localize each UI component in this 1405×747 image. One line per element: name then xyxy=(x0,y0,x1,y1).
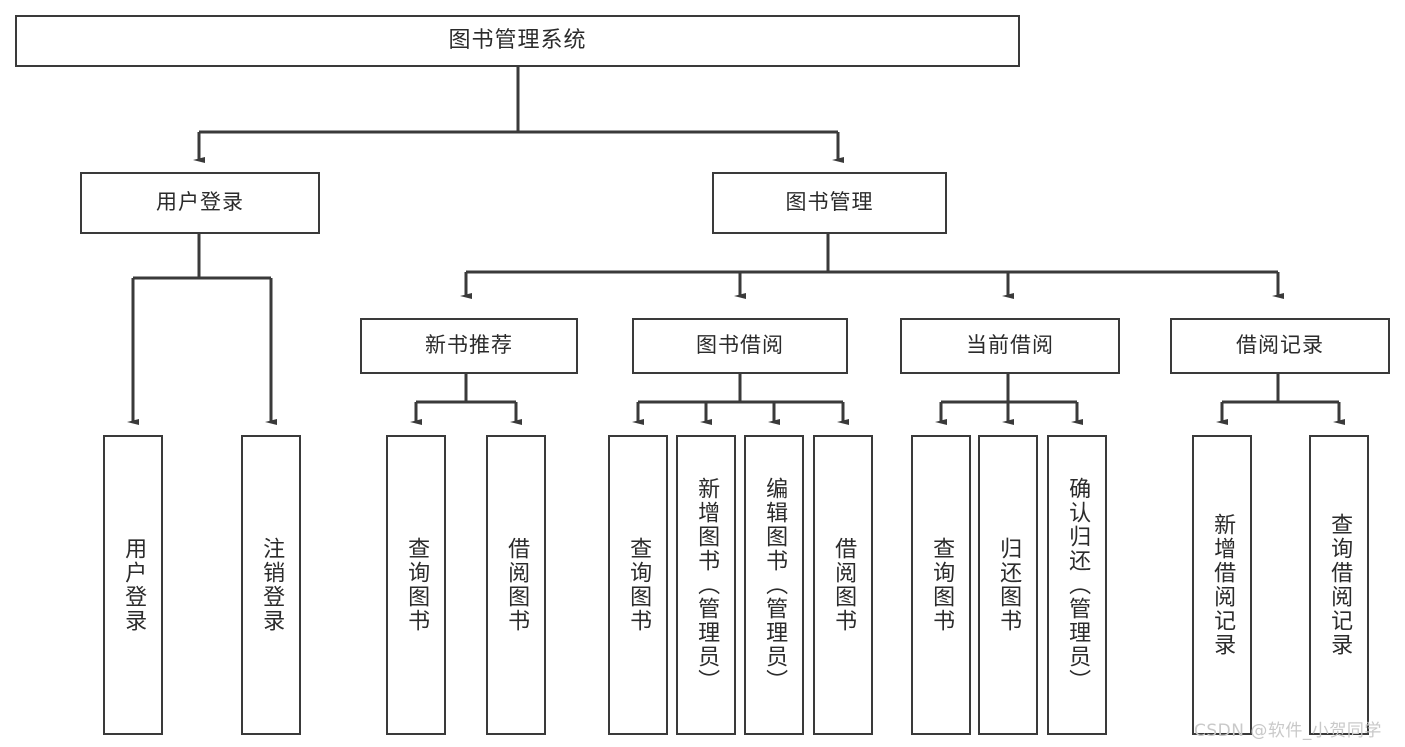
leaf-label: 查询图书 xyxy=(929,537,955,633)
node-label: 图书管理 xyxy=(785,190,874,215)
node-root-system[interactable]: 图书管理系统 xyxy=(15,15,1020,67)
leaf-label: 新增借阅记录 xyxy=(1210,513,1236,657)
leaf-borrow-add-book-admin[interactable]: 新增图书（管理员） xyxy=(676,435,736,735)
node-new-book-recommend[interactable]: 新书推荐 xyxy=(360,318,578,374)
leaf-label: 借阅图书 xyxy=(831,537,857,633)
leaf-label: 归还图书 xyxy=(996,537,1022,633)
leaf-user-login-logout[interactable]: 注销登录 xyxy=(241,435,301,735)
leaf-user-login-login[interactable]: 用户登录 xyxy=(103,435,163,735)
leaf-current-return-book[interactable]: 归还图书 xyxy=(978,435,1038,735)
leaf-label: 查询图书 xyxy=(626,537,652,633)
node-label: 图书借阅 xyxy=(696,333,784,358)
node-book-borrow[interactable]: 图书借阅 xyxy=(632,318,848,374)
leaf-recommend-query-book[interactable]: 查询图书 xyxy=(386,435,446,735)
leaf-recommend-borrow-book[interactable]: 借阅图书 xyxy=(486,435,546,735)
leaf-borrow-borrow-book[interactable]: 借阅图书 xyxy=(813,435,873,735)
leaf-label: 借阅图书 xyxy=(504,537,530,633)
node-label: 新书推荐 xyxy=(425,333,513,358)
node-label: 用户登录 xyxy=(156,190,244,215)
node-label: 借阅记录 xyxy=(1236,333,1324,358)
leaf-label: 编辑图书（管理员） xyxy=(762,477,788,693)
node-book-management[interactable]: 图书管理 xyxy=(712,172,947,234)
leaf-label: 新增图书（管理员） xyxy=(694,477,720,693)
leaf-label: 查询图书 xyxy=(404,537,430,633)
node-current-borrow[interactable]: 当前借阅 xyxy=(900,318,1120,374)
node-user-login[interactable]: 用户登录 xyxy=(80,172,320,234)
node-label: 当前借阅 xyxy=(966,333,1054,358)
node-label: 图书管理系统 xyxy=(448,27,587,53)
leaf-record-add-record[interactable]: 新增借阅记录 xyxy=(1192,435,1252,735)
leaf-label: 注销登录 xyxy=(259,537,285,633)
leaf-label: 用户登录 xyxy=(121,537,147,633)
node-borrow-record[interactable]: 借阅记录 xyxy=(1170,318,1390,374)
leaf-record-query-record[interactable]: 查询借阅记录 xyxy=(1309,435,1369,735)
leaf-current-query-book[interactable]: 查询图书 xyxy=(911,435,971,735)
leaf-current-confirm-return-admin[interactable]: 确认归还（管理员） xyxy=(1047,435,1107,735)
leaf-borrow-query-book[interactable]: 查询图书 xyxy=(608,435,668,735)
leaf-label: 确认归还（管理员） xyxy=(1065,477,1091,693)
leaf-borrow-edit-book-admin[interactable]: 编辑图书（管理员） xyxy=(744,435,804,735)
leaf-label: 查询借阅记录 xyxy=(1327,513,1353,657)
watermark: CSDN @软件_小贺同学 xyxy=(1194,721,1382,741)
